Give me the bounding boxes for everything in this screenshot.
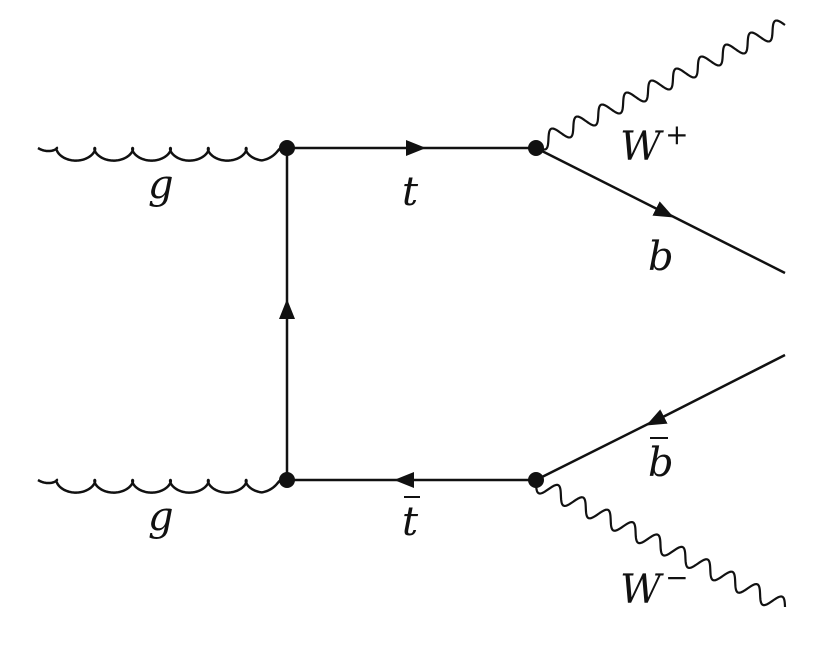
label-w-plus: W+ <box>620 118 689 170</box>
label-bottom-quark: b <box>648 234 674 280</box>
gluon-line-bottom <box>37 478 284 494</box>
label-gluon-bottom: g <box>148 494 174 540</box>
vertex-top-left <box>279 140 295 156</box>
label-antitop-quark: t <box>402 499 419 545</box>
label-top-quark: t <box>402 169 419 215</box>
w-minus-boson-line <box>534 482 787 608</box>
vertex-bottom-right <box>528 472 544 488</box>
label-gluon-top: g <box>148 162 174 208</box>
label-antibottom-quark: b <box>648 440 674 486</box>
vertex-top-right <box>528 140 544 156</box>
label-w-minus: W− <box>620 561 689 613</box>
antibottom-quark-line <box>535 353 786 482</box>
gluon-line-top <box>37 146 284 162</box>
w-plus-boson-line <box>535 19 786 151</box>
bottom-quark-line <box>535 146 786 275</box>
vertex-bottom-left <box>279 472 295 488</box>
